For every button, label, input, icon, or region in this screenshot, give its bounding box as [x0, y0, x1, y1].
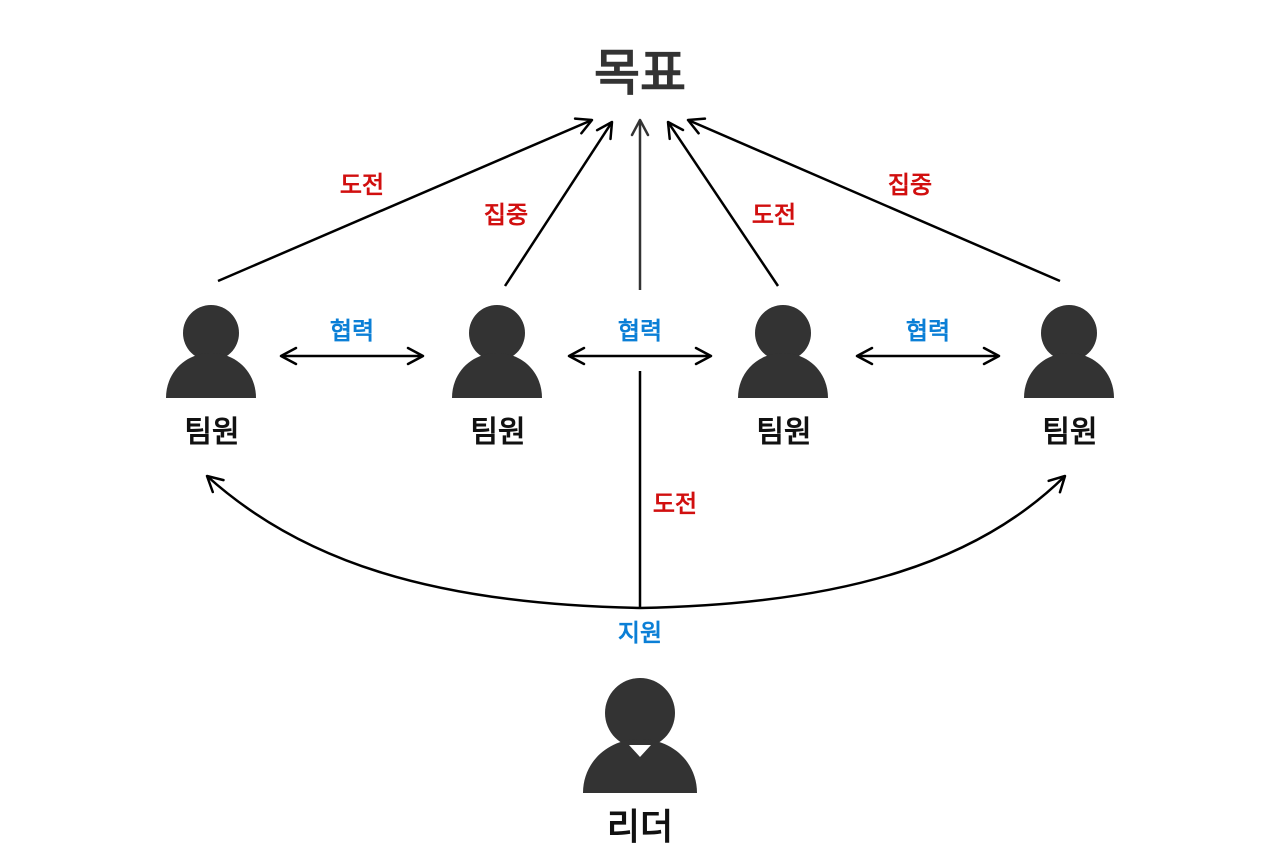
person-icon [738, 305, 828, 398]
label-collab-3: 협력 [905, 317, 951, 345]
leader-person-icon [583, 678, 697, 793]
label-challenge-leader: 도전 [652, 490, 698, 518]
person-icon [166, 305, 256, 398]
label-collab-1: 협력 [329, 317, 375, 345]
arrow-member3-to-goal [666, 120, 780, 287]
label-focus-right: 집중 [887, 171, 933, 199]
label-challenge-right: 도전 [751, 201, 797, 229]
member-label-1: 팀원 [184, 415, 240, 450]
support-curve-right [639, 474, 1067, 610]
label-challenge-left: 도전 [339, 171, 385, 199]
arrow-member4-to-goal [686, 117, 1061, 283]
member-label-3: 팀원 [756, 415, 812, 450]
label-collab-2: 협력 [617, 317, 663, 345]
arrow-member2-to-goal [503, 120, 614, 287]
member-label-2: 팀원 [470, 415, 526, 450]
label-support: 지원 [617, 619, 663, 647]
arrow-member1-to-goal [217, 117, 594, 283]
label-focus-left: 집중 [483, 201, 529, 229]
leader-label: 리더 [606, 807, 674, 848]
person-icon [452, 305, 542, 398]
goal-title: 목표 [594, 44, 686, 102]
person-icon [1024, 305, 1114, 398]
member-label-4: 팀원 [1042, 415, 1098, 450]
support-curve-left [205, 474, 641, 610]
